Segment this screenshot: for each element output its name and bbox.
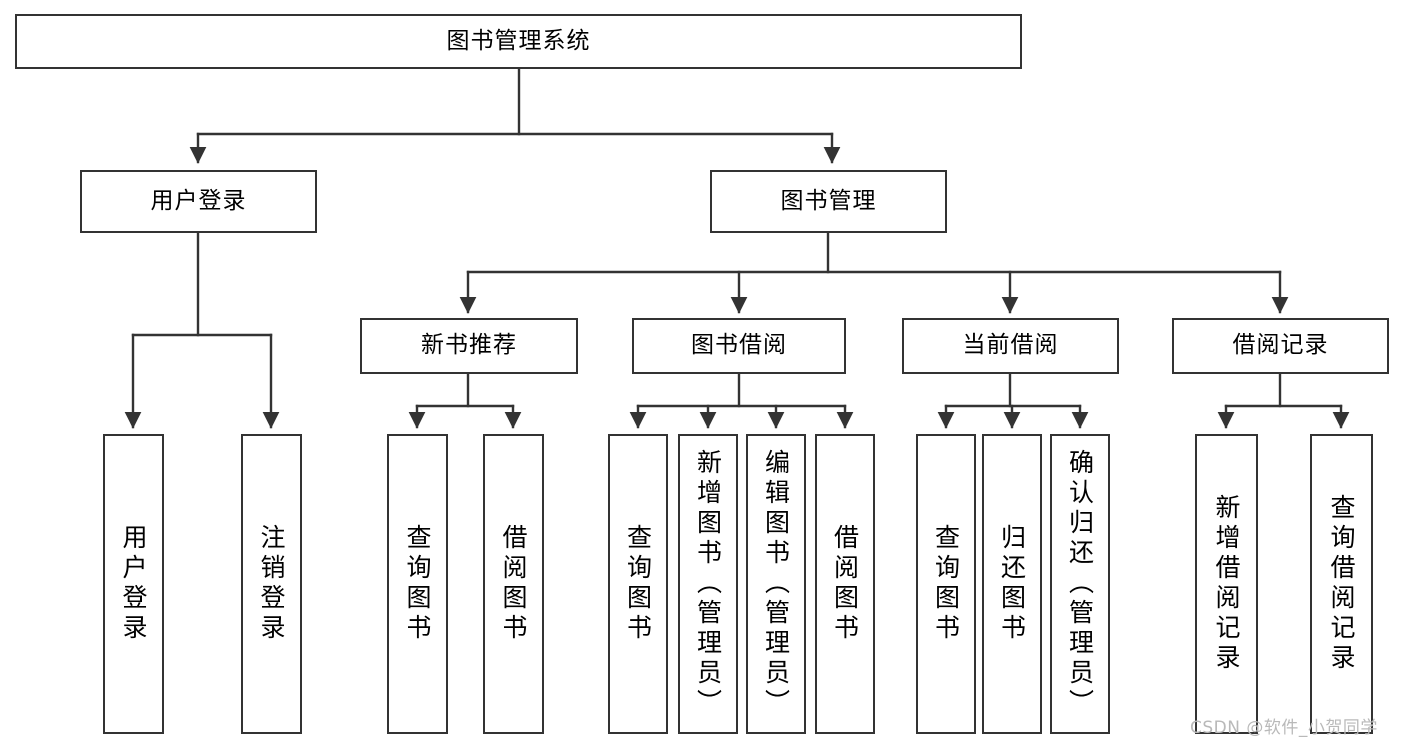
node-borrow-record[interactable]: 借阅记录 [1172, 318, 1389, 374]
node-label: 新书推荐 [421, 332, 517, 359]
node-label: 查询借阅记录 [1327, 494, 1356, 674]
node-new-book-recommend[interactable]: 新书推荐 [360, 318, 578, 374]
node-label: 借阅记录 [1232, 332, 1329, 359]
leaf-add-book-admin[interactable]: 新增图书（管理员） [678, 434, 738, 734]
node-label: 新增图书（管理员） [693, 449, 723, 719]
node-label: 用户登录 [119, 524, 148, 644]
node-label: 图书管理系统 [446, 27, 591, 54]
watermark-text: CSDN @软件_小贺同学 [1190, 718, 1378, 738]
node-label: 查询图书 [931, 524, 961, 644]
node-label: 当前借阅 [962, 332, 1059, 359]
node-label: 图书借阅 [691, 332, 787, 359]
leaf-borrow-book-recommend[interactable]: 借阅图书 [483, 434, 544, 734]
node-label: 借阅图书 [830, 524, 860, 644]
node-label: 查询图书 [623, 524, 653, 644]
node-label: 注销登录 [257, 524, 286, 644]
leaf-user-logout[interactable]: 注销登录 [241, 434, 302, 734]
node-current-borrow[interactable]: 当前借阅 [902, 318, 1119, 374]
leaf-edit-book-admin[interactable]: 编辑图书（管理员） [746, 434, 806, 734]
node-label: 编辑图书（管理员） [761, 449, 791, 719]
leaf-borrow-book[interactable]: 借阅图书 [815, 434, 875, 734]
node-label: 用户登录 [150, 187, 247, 214]
node-book-management[interactable]: 图书管理 [710, 170, 947, 233]
node-user-login[interactable]: 用户登录 [80, 170, 317, 233]
node-label: 查询图书 [403, 524, 432, 644]
node-label: 确认归还（管理员） [1065, 449, 1095, 719]
leaf-add-borrow-record[interactable]: 新增借阅记录 [1195, 434, 1258, 734]
node-book-borrow[interactable]: 图书借阅 [632, 318, 846, 374]
leaf-query-book[interactable]: 查询图书 [608, 434, 668, 734]
node-root-system[interactable]: 图书管理系统 [15, 14, 1022, 69]
leaf-query-borrow-record[interactable]: 查询借阅记录 [1310, 434, 1373, 734]
leaf-return-book[interactable]: 归还图书 [982, 434, 1042, 734]
leaf-confirm-return-admin[interactable]: 确认归还（管理员） [1050, 434, 1110, 734]
node-label: 归还图书 [997, 524, 1027, 644]
node-label: 图书管理 [780, 187, 877, 214]
leaf-query-book-current[interactable]: 查询图书 [916, 434, 976, 734]
leaf-query-book-recommend[interactable]: 查询图书 [387, 434, 448, 734]
node-label: 借阅图书 [499, 524, 528, 644]
leaf-user-login[interactable]: 用户登录 [103, 434, 164, 734]
node-label: 新增借阅记录 [1212, 494, 1241, 674]
